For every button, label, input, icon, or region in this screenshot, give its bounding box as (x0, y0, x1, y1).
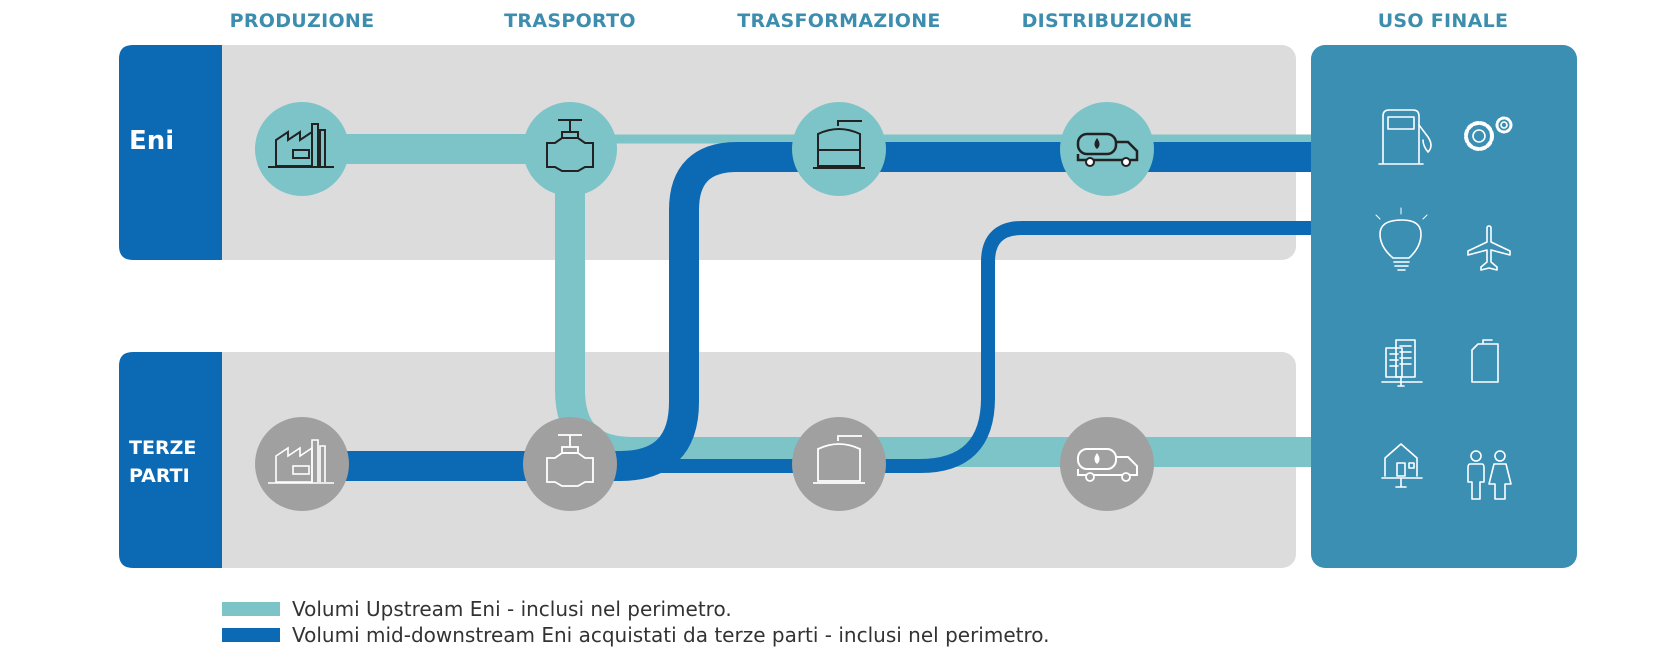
stage-label-trasformazione: TRASFORMAZIONE (737, 10, 941, 32)
legend-swatch-upstream (222, 602, 280, 616)
fuel-can-icon (1471, 339, 1499, 383)
downstream-flow-terze-transformation (650, 221, 1311, 473)
terze-node-production (255, 417, 349, 511)
factory-icon (268, 439, 334, 484)
valve-icon (546, 434, 594, 487)
row-label-terze-line1: TERZE (129, 437, 197, 459)
factory-icon (268, 123, 334, 168)
house-icon (1381, 443, 1423, 488)
storage-tank-icon (813, 435, 865, 484)
row-label-terze-parti: TERZE PARTI (129, 434, 196, 490)
legend-label-downstream: Volumi mid-downstream Eni acquistati da … (292, 623, 1050, 647)
eni-side-tab (119, 45, 222, 260)
storage-tank-icon (813, 120, 865, 169)
people-icon (1467, 450, 1512, 500)
terze-node-transformation (792, 417, 886, 511)
stage-label-produzione: PRODUZIONE (229, 10, 375, 32)
row-label-terze-line2: PARTI (129, 465, 190, 487)
final-use-panel (1311, 45, 1577, 568)
legend-item-downstream: Volumi mid-downstream Eni acquistati da … (222, 623, 1050, 647)
eni-node-production (255, 102, 349, 196)
terze-node-transport (523, 417, 617, 511)
eni-node-distribution (1060, 102, 1154, 196)
legend-swatch-downstream (222, 628, 280, 642)
eni-node-transport (523, 102, 617, 196)
legend-item-upstream: Volumi Upstream Eni - inclusi nel perime… (222, 597, 732, 621)
valve-icon (546, 119, 594, 172)
fuel-pump-icon (1378, 109, 1432, 165)
office-building-icon (1381, 339, 1423, 387)
stage-label-distribuzione: DISTRIBUZIONE (1021, 10, 1193, 32)
stage-label-uso-finale: USO FINALE (1377, 10, 1509, 32)
row-label-eni: Eni (129, 126, 175, 156)
terze-parti-side-tab (119, 352, 222, 568)
eni-node-transformation (792, 102, 886, 196)
stage-label-trasporto: TRASPORTO (504, 10, 636, 32)
legend-label-upstream: Volumi Upstream Eni - inclusi nel perime… (292, 597, 732, 621)
gears-icon (1464, 116, 1513, 151)
tanker-truck-icon (1076, 132, 1139, 167)
light-bulb-icon (1375, 207, 1428, 271)
terze-node-distribution (1060, 417, 1154, 511)
tanker-truck-icon (1077, 448, 1138, 482)
downstream-flow-terze-production (302, 142, 1311, 481)
airplane-icon (1467, 225, 1511, 271)
